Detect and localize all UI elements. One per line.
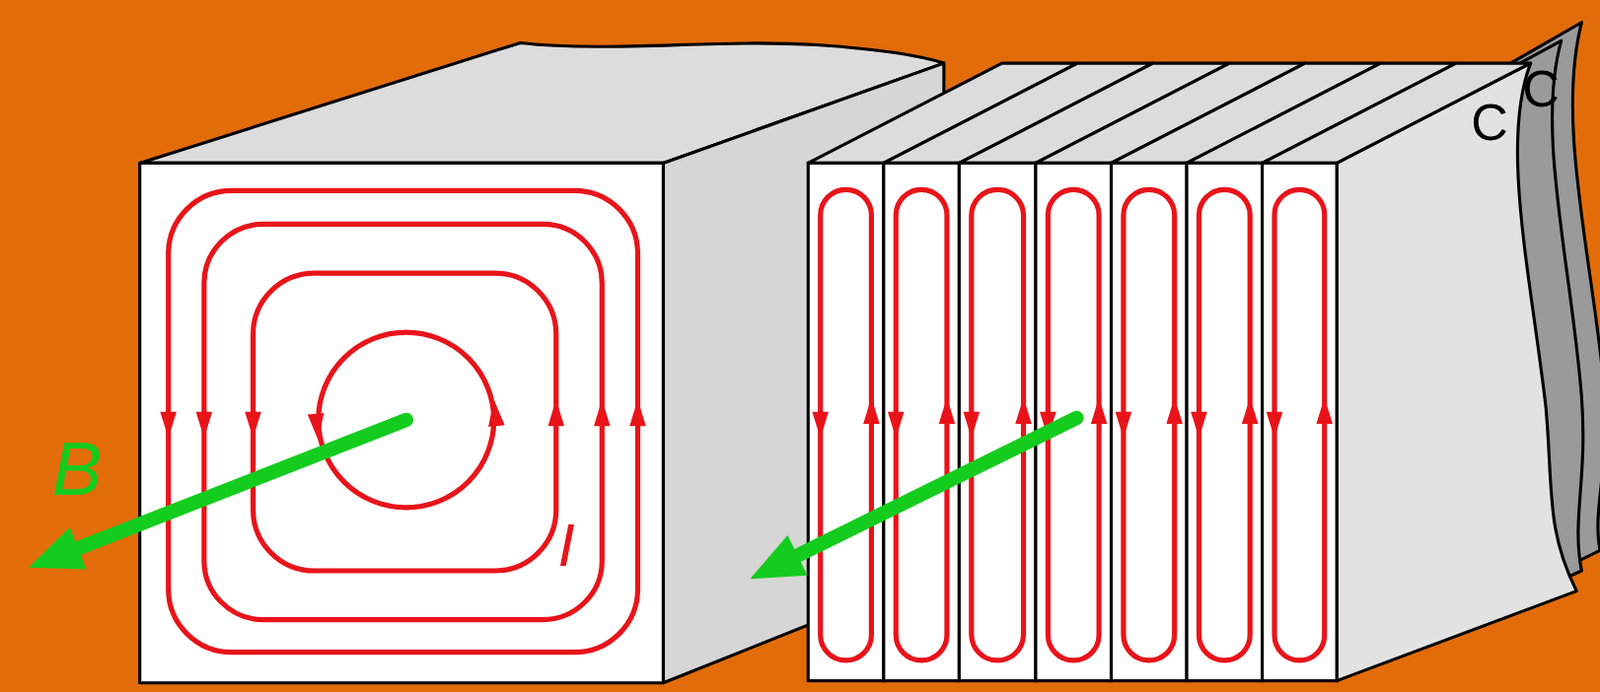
- current-arrowheads: [159, 397, 1333, 440]
- cut-label: C: [1470, 96, 1509, 148]
- field-label: B: [52, 432, 103, 508]
- lamination-plates: [807, 63, 1530, 682]
- magnetic-field-arrow: [28, 418, 1077, 580]
- current-label: I: [557, 514, 575, 577]
- cut-label: C: [1522, 63, 1560, 115]
- solid-core: [140, 42, 945, 683]
